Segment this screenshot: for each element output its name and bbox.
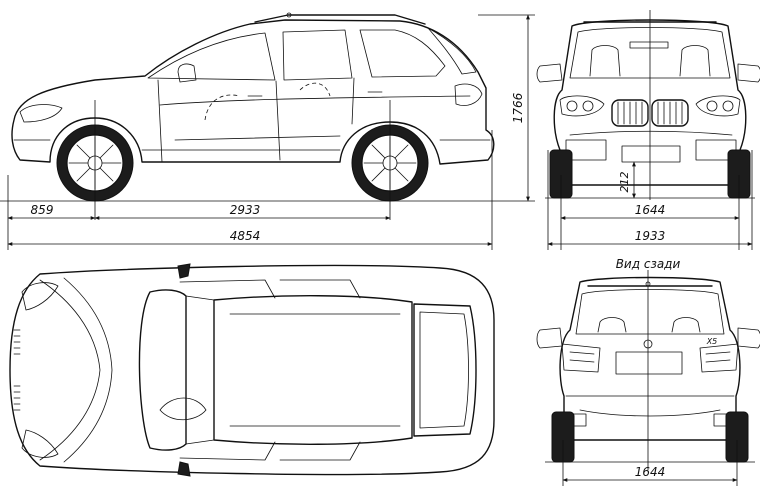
rear-taillight-left bbox=[561, 343, 601, 373]
overall-height-label: 1766 bbox=[511, 92, 525, 123]
rear-dimensions: 1644 bbox=[562, 465, 738, 482]
rear-body-outline bbox=[559, 276, 741, 441]
side-view bbox=[0, 12, 535, 250]
side-mirror bbox=[177, 63, 197, 83]
windshield bbox=[569, 27, 731, 79]
roof-rail bbox=[254, 14, 426, 25]
side-windows bbox=[147, 27, 477, 81]
rear-window bbox=[575, 289, 725, 335]
wheelbase-label: 2933 bbox=[230, 203, 261, 217]
rear-plate bbox=[615, 351, 683, 375]
front-dimensions: 1644 1933 212 bbox=[547, 172, 753, 246]
front-track-label: 1644 bbox=[635, 203, 666, 217]
front-right-mirror bbox=[737, 63, 760, 83]
rear-right-mirror bbox=[737, 327, 760, 349]
front-headlight-left bbox=[559, 95, 605, 117]
rear-view: Вид сзади X5 bbox=[536, 257, 760, 486]
side-taillight bbox=[454, 83, 483, 106]
side-headlight bbox=[19, 104, 63, 123]
ground-clearance-label: 212 bbox=[618, 172, 631, 193]
front-headlight-right bbox=[695, 95, 741, 117]
side-body-outline bbox=[11, 19, 495, 165]
top-body-outline bbox=[9, 264, 495, 476]
top-windshield bbox=[138, 289, 187, 451]
top-rear-window bbox=[413, 303, 477, 437]
top-headlight-left bbox=[21, 282, 59, 311]
front-left-mirror bbox=[536, 63, 563, 83]
rear-taillight-right bbox=[699, 343, 739, 373]
top-headlight-right bbox=[21, 429, 59, 458]
side-dimensions: 859 2933 4854 1766 bbox=[7, 14, 530, 246]
kidney-grille bbox=[611, 99, 689, 127]
top-view bbox=[9, 263, 495, 477]
front-view bbox=[536, 10, 760, 250]
rear-view-caption: Вид сзади bbox=[616, 257, 681, 271]
front-overhang-label: 859 bbox=[31, 203, 54, 217]
overall-length-label: 4854 bbox=[230, 229, 261, 243]
front-body-outline bbox=[553, 19, 747, 186]
top-mirror-left bbox=[177, 263, 191, 279]
rear-left-mirror bbox=[536, 327, 563, 349]
overall-width-label: 1933 bbox=[635, 229, 666, 243]
rear-badge: X5 bbox=[706, 337, 718, 346]
rear-track-label: 1644 bbox=[635, 465, 666, 479]
top-mirror-right bbox=[177, 461, 191, 477]
top-roof bbox=[213, 295, 413, 445]
